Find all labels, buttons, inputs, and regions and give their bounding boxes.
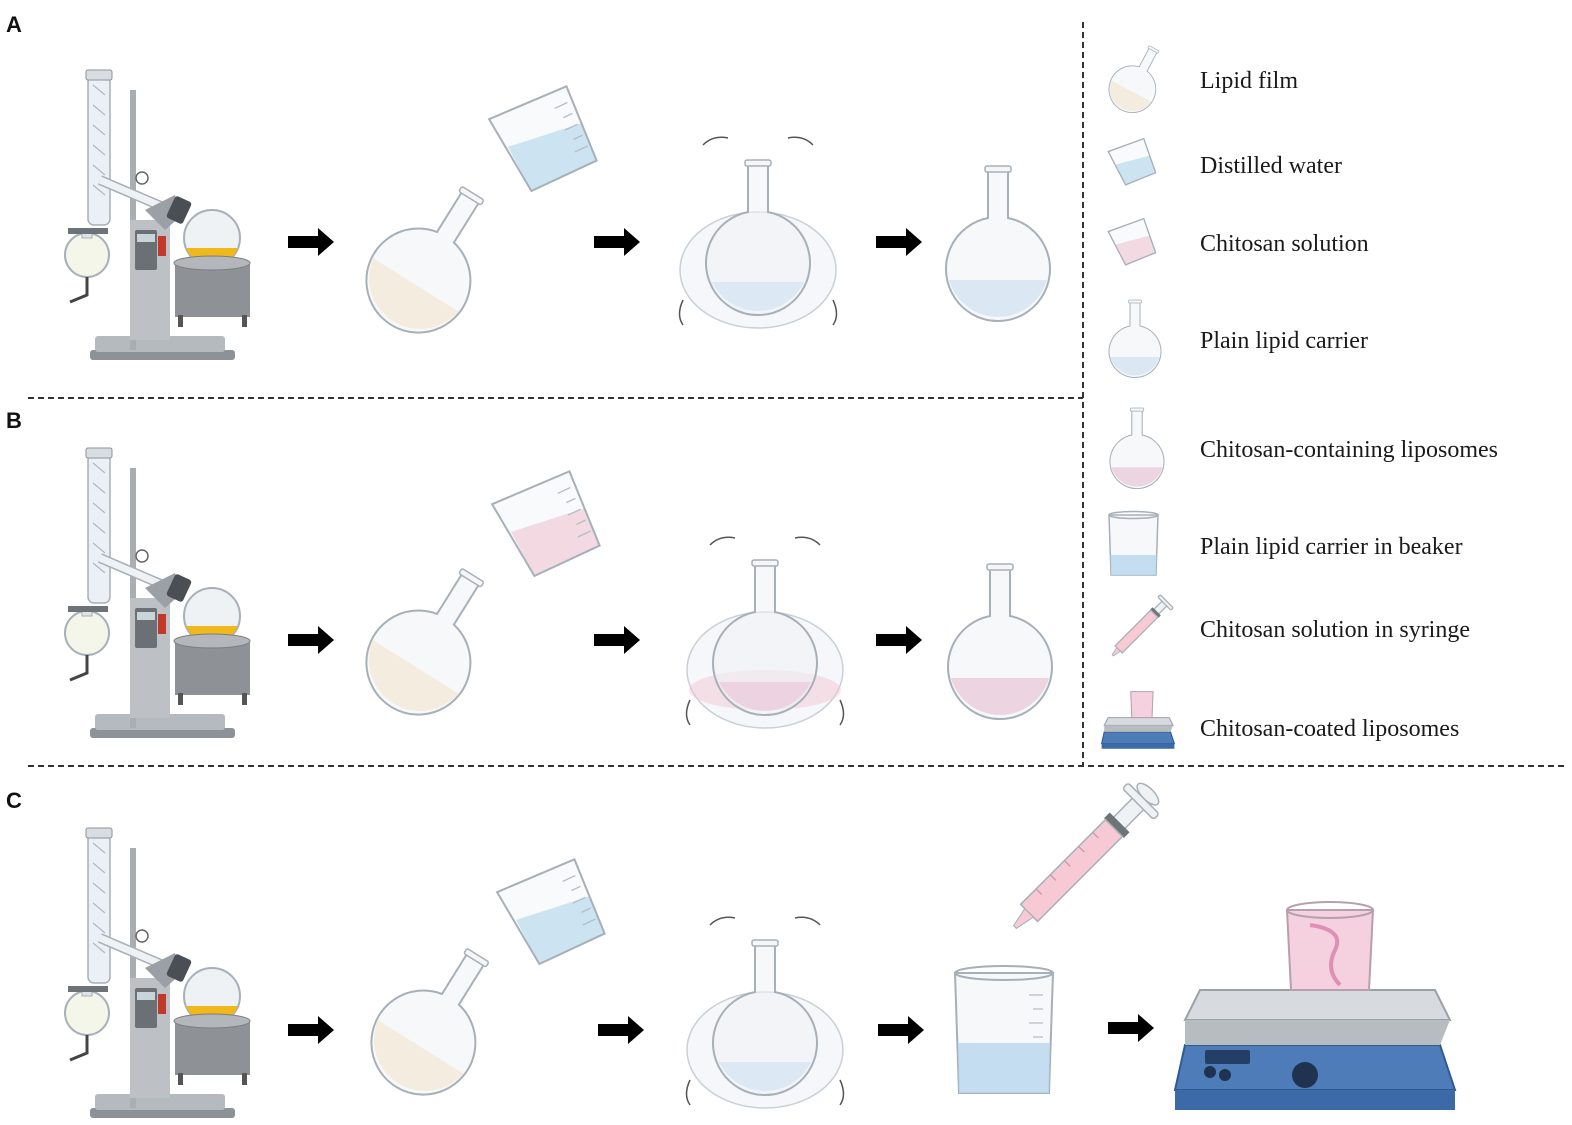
plain-carrier-flask	[945, 165, 1051, 323]
lipid-film-flask	[350, 926, 524, 1116]
legend-label: Chitosan solution	[1200, 231, 1369, 257]
arrow-a1	[288, 228, 334, 256]
lipid-film-flask	[345, 546, 519, 736]
plain-carrier-beaker	[953, 965, 1055, 1094]
legend-label: Chitosan-coated liposomes	[1200, 716, 1459, 742]
shaking-flask-chitosan	[685, 536, 845, 729]
arrow-a2	[594, 228, 640, 256]
legend-label: Plain lipid carrier in beaker	[1200, 534, 1463, 560]
chitosan-flask-icon	[1109, 407, 1165, 490]
distilled-water-beaker	[495, 858, 609, 966]
arrow-c2	[598, 1016, 644, 1044]
arrow-b3	[876, 626, 922, 654]
distilled-water-beaker	[487, 85, 601, 193]
process-arrows	[288, 228, 1154, 1044]
arrow-a3	[876, 228, 922, 256]
legend-label: Distilled water	[1200, 153, 1342, 179]
shaking-flask-water	[678, 136, 838, 329]
legend: Lipid film Distilled water Chitosan solu…	[1100, 36, 1498, 749]
stirrer-icon	[1100, 691, 1176, 749]
arrow-b2	[594, 626, 640, 654]
chitosan-syringe	[1012, 782, 1160, 930]
arrow-c3	[878, 1016, 924, 1044]
magnetic-stirrer	[1173, 901, 1457, 1110]
chitosan-solution-beaker	[490, 470, 604, 578]
shaking-flask-water	[685, 916, 845, 1109]
water-beaker-icon	[1107, 137, 1158, 186]
lipid-film-flask-icon	[1100, 36, 1176, 122]
carrier-beaker-icon	[1108, 510, 1159, 576]
panel-letter-c: C	[6, 788, 22, 813]
arrow-c4	[1108, 1014, 1154, 1042]
syringe-icon	[1111, 594, 1174, 657]
panel-letter-b: B	[6, 408, 22, 433]
legend-label: Chitosan solution in syringe	[1200, 617, 1470, 643]
arrow-c1	[288, 1016, 334, 1044]
arrow-b1	[288, 626, 334, 654]
legend-label: Chitosan-containing liposomes	[1200, 437, 1498, 463]
legend-label: Plain lipid carrier	[1200, 328, 1368, 354]
plain-carrier-flask-icon	[1108, 299, 1162, 379]
rotary-evaporator-icon	[64, 69, 251, 360]
chitosan-liposome-flask	[947, 563, 1053, 721]
panel-letter-a: A	[6, 12, 22, 37]
lipid-film-flask	[345, 164, 519, 354]
legend-label: Lipid film	[1200, 68, 1298, 94]
chitosan-beaker-icon	[1107, 217, 1158, 266]
panel-dividers	[28, 22, 1565, 767]
